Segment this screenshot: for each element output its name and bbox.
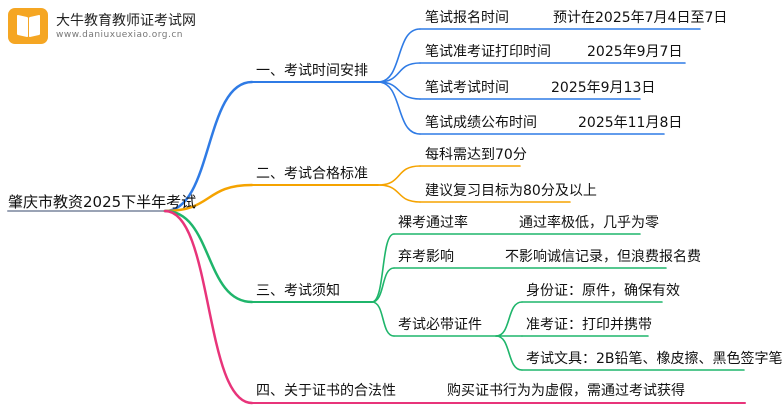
branch-4-value: 购买证书行为为虚假，需通过考试获得	[447, 383, 685, 399]
connector-lines	[7, 28, 746, 405]
branch-3-link-3	[371, 301, 395, 337]
branch-1-item-2-label: 笔试准考证打印时间	[425, 44, 551, 60]
branch-1-item-2-value: 2025年9月7日	[587, 44, 683, 60]
branch-1-link-3	[377, 81, 421, 100]
branch-1-link-4	[377, 81, 421, 135]
branch-3-sublink-3	[495, 335, 523, 371]
branch-1-item-4-value: 2025年11月8日	[578, 115, 683, 131]
branch-3-item-1-value: 通过率极低，几乎为零	[519, 215, 659, 231]
branch-3-sublink-1	[495, 301, 523, 337]
root-to-branch-1	[163, 80, 254, 213]
branch-2-item-1-label: 每科需达到70分	[425, 147, 527, 163]
mindmap-canvas: 大牛教育教师证考试网 www.daniuxuexiao.org.cn 肇庆市教资…	[7, 8, 783, 405]
root-to-branch-3	[163, 209, 254, 304]
branch-3-link-2	[371, 267, 395, 303]
branch-3-item-1-label: 裸考通过率	[398, 215, 468, 231]
root-node: 肇庆市教资2025下半年考试	[8, 193, 197, 211]
branch-3-label: 三、考试须知	[256, 283, 340, 299]
branch-1-link-2	[377, 62, 421, 83]
branch-2-link-2	[377, 184, 421, 203]
branch-1-label: 一、考试时间安排	[256, 63, 368, 79]
branch-3-subitem-2: 准考证：打印并携带	[526, 317, 652, 333]
site-url: www.daniuxuexiao.org.cn	[56, 30, 183, 40]
branch-2-item-2-label: 建议复习目标为80分及以上	[425, 183, 597, 199]
branch-1-item-1-value: 预计在2025年7月4日至7日	[553, 10, 728, 26]
branch-3-item-3-label: 考试必带证件	[398, 317, 482, 333]
branch-2-link-1	[377, 165, 421, 186]
branch-1-item-3-label: 笔试考试时间	[425, 80, 509, 96]
root-to-branch-4	[163, 209, 254, 405]
branch-1-item-3-value: 2025年9月13日	[551, 80, 656, 96]
root-to-branch-2	[163, 183, 254, 213]
branch-3-subitem-1: 身份证：原件，确保有效	[526, 283, 680, 299]
branch-1-item-4-label: 笔试成绩公布时间	[425, 115, 537, 131]
branch-3-item-2-label: 弃考影响	[398, 249, 454, 265]
site-name: 大牛教育教师证考试网	[56, 13, 196, 29]
branch-2-label: 二、考试合格标准	[256, 166, 368, 182]
branch-4-label: 四、关于证书的合法性	[256, 383, 396, 399]
branch-1-item-1-label: 笔试报名时间	[425, 10, 509, 26]
branch-3-item-2-value: 不影响诚信记录，但浪费报名费	[505, 249, 701, 265]
branch-1-link-1	[377, 28, 421, 83]
branch-3-subitem-3: 考试文具：2B铅笔、橡皮擦、黑色签字笔	[526, 351, 783, 367]
book-icon	[8, 8, 48, 44]
